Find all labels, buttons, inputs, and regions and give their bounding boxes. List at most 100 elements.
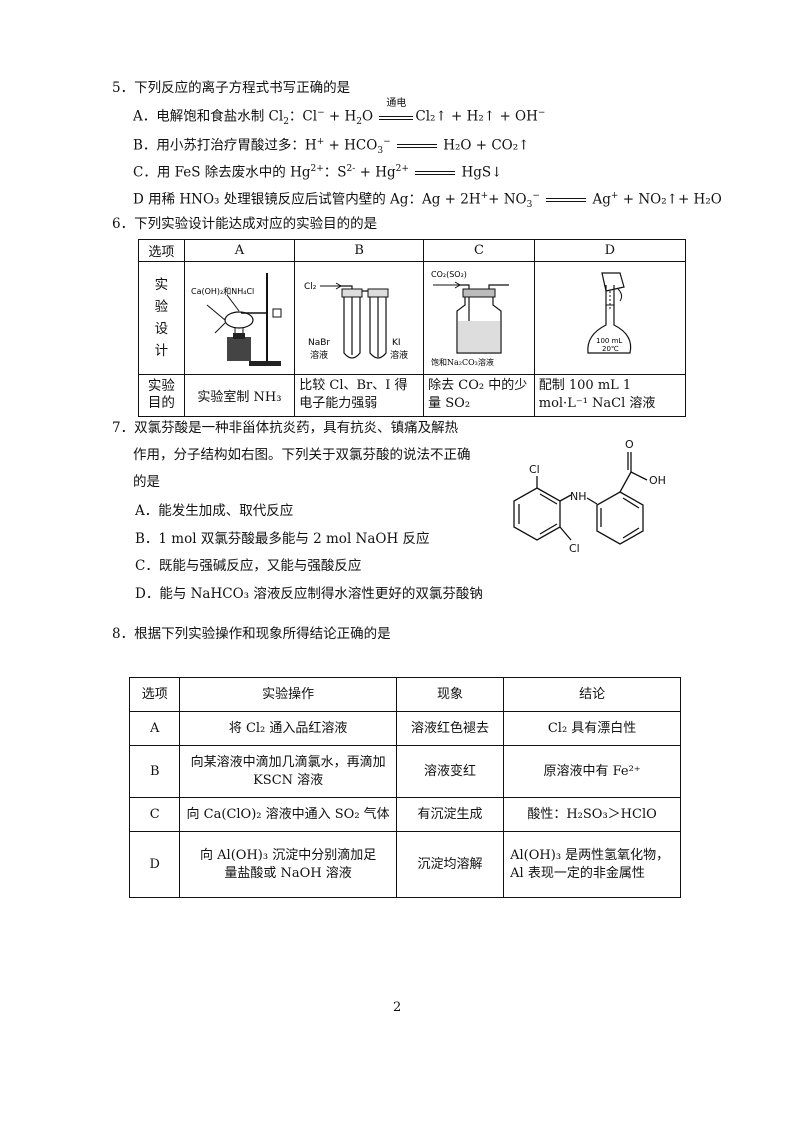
chlorine-label-bottom: Cl — [569, 542, 580, 555]
equals-arrow — [546, 198, 587, 202]
q5-d-text: D 用稀 HNO₃ 处理银镜反应后试管内壁的 Ag：Ag + 2H — [133, 191, 481, 208]
solution-label: 饱和Na₂CO₃溶液 — [431, 357, 494, 367]
q8-row-a-operation: 将 Cl₂ 通入品红溶液 — [179, 711, 397, 746]
q5-b-mid: + HCO — [324, 137, 378, 154]
q8-row-a-conclusion: Cl₂ 具有漂白性 — [503, 711, 681, 746]
q5-c-mid: ：S — [323, 164, 347, 181]
nh-label: NH — [570, 490, 587, 503]
q8-row-c-operation: 向 Ca(ClO)₂ 溶液中通入 SO₂ 气体 — [179, 797, 397, 832]
q6-header-option: 选项 — [138, 238, 185, 263]
q6-table: 选项 A B C D 实 验 设 计 Ca(OH)₂和NH₄Cl — [138, 238, 687, 418]
q8-row-d-option: D — [128, 831, 181, 898]
label-text: 目的 — [147, 395, 175, 412]
equals-arrow — [396, 144, 437, 148]
q5-a-tail: Cl₂↑ + H₂↑ + OH — [415, 108, 538, 125]
q5-option-c: C．用 FeS 除去废水中的 Hg2+：S2- + Hg2+ HgS↓ — [133, 164, 503, 181]
q5-d-tail: Ag — [592, 191, 611, 208]
table-row: D 向 Al(OH)₃ 沉淀中分别滴加足量盐酸或 NaOH 溶液 沉淀均溶解 A… — [128, 831, 681, 898]
ki-solution-label: 溶液 — [390, 349, 408, 361]
label-char: 验 — [154, 298, 169, 315]
q5-c-text: C．用 FeS 除去废水中的 Hg — [133, 164, 311, 181]
q8-header-option: 选项 — [128, 677, 181, 712]
q7-option-c: C．既能与强碱反应，又能与强酸反应 — [135, 558, 362, 574]
label-char: 实 — [154, 276, 169, 293]
q8-row-a-phenomenon: 溶液红色褪去 — [395, 711, 505, 746]
q6-purpose-b: 比较 Cl、Br、I 得电子能力强弱 — [294, 373, 425, 418]
q8-row-b-option: B — [128, 745, 181, 798]
q8-header-phenomenon: 现象 — [395, 677, 505, 712]
q8-row-b-conclusion: 原溶液中有 Fe²⁺ — [503, 745, 681, 798]
nabr-label: NaBr — [308, 338, 330, 348]
q7-stem-line2: 作用，分子结构如右图。下列关于双氯芬酸的说法不正确 — [133, 447, 471, 463]
q8-stem: 8．根据下列实验操作和现象所得结论正确的是 — [112, 626, 391, 642]
q7-stem-line1: 7．双氯芬酸是一种非甾体抗炎药，具有抗炎、镇痛及解热 — [112, 420, 459, 436]
q6-header-d: D — [533, 238, 687, 263]
q6-apparatus-d: 100 mL 20℃ — [533, 261, 687, 375]
nabr-solution-label: 溶液 — [310, 349, 328, 361]
q5-a-label: A．电解饱和食盐水制 Cl — [133, 108, 284, 125]
q6-header-b: B — [294, 238, 425, 263]
q5-b-tail: H₂O + CO₂↑ — [443, 137, 530, 154]
page-number: 2 — [393, 1000, 402, 1015]
q5-a-condition: 通电 — [386, 98, 407, 109]
q8-row-c-phenomenon: 有沉淀生成 — [395, 797, 505, 832]
q8-row-c-conclusion: 酸性：H₂SO₃＞HClO — [503, 797, 681, 832]
q8-row-d-operation: 向 Al(OH)₃ 沉淀中分别滴加足量盐酸或 NaOH 溶液 — [179, 831, 397, 898]
q8-row-b-operation: 向某溶液中滴加几滴氯水，再滴加 KSCN 溶液 — [179, 745, 397, 798]
q7-stem-line3: 的是 — [133, 474, 160, 490]
q6-stem: 6．下列实验设计能达成对应的实验目的的是 — [112, 216, 378, 232]
label-char: 计 — [154, 342, 169, 359]
q8-row-d-phenomenon: 沉淀均溶解 — [395, 831, 505, 898]
reagent-label: Ca(OH)₂和NH₄Cl — [191, 287, 254, 296]
ammonia-apparatus-image: Ca(OH)₂和NH₄Cl — [191, 273, 282, 367]
q6-purpose-c: 除去 CO₂ 中的少量 SO₂ — [423, 373, 535, 418]
q5-d-mid: + NO — [488, 191, 527, 208]
equals-arrow — [415, 171, 456, 175]
q7-option-d: D．能与 NaHCO₃ 溶液反应制得水溶性更好的双氯芬酸钠 — [135, 586, 483, 602]
electrolysis-arrow: 通电 — [377, 98, 415, 127]
q8-header-operation: 实验操作 — [179, 677, 397, 712]
q7-option-b: B．1 mol 双氯芬酸最多能与 2 mol NaOH 反应 — [135, 531, 430, 547]
gas-label: CO₂(SO₂) — [431, 270, 467, 279]
q6-header-c: C — [423, 238, 535, 263]
hydroxyl-label: OH — [649, 474, 666, 487]
q5-c-mid2: + Hg — [355, 164, 396, 181]
q6-apparatus-b: Cl₂ NaBr 溶液 KI 溶液 — [294, 261, 425, 375]
volumetric-flask-image: 100 mL 20℃ — [587, 272, 632, 355]
chlorine-label-top: Cl — [529, 463, 540, 476]
halogen-apparatus-image: Cl₂ NaBr 溶液 KI 溶液 — [304, 282, 408, 361]
q8-row-c-option: C — [128, 797, 181, 832]
q6-row-purpose-label: 实验 目的 — [138, 373, 185, 418]
q7-option-a: A．能发生加成、取代反应 — [135, 503, 294, 519]
q5-option-b: B．用小苏打治疗胃酸过多：H+ + HCO3− H₂O + CO₂↑ — [133, 137, 530, 157]
oxygen-label: O — [625, 438, 634, 451]
q6-purpose-d: 配制 100 mL 1 mol·L⁻¹ NaCl 溶液 — [533, 373, 687, 418]
label-char: 设 — [154, 320, 169, 337]
diclofenac-structure: O OH NH Cl Cl — [513, 438, 666, 555]
q8-header-conclusion: 结论 — [503, 677, 681, 712]
q8-row-a-option: A — [128, 711, 181, 746]
q5-stem: 5．下列反应的离子方程式书写正确的是 — [112, 80, 351, 96]
q6-apparatus-c: CO₂(SO₂) 饱和Na₂CO₃溶液 — [423, 261, 535, 375]
q6-apparatus-a: Ca(OH)₂和NH₄Cl — [183, 261, 296, 375]
flask-temp-label: 20℃ — [602, 345, 619, 353]
label-text: 实验 — [147, 378, 175, 395]
q6-row-design-label: 实 验 设 计 — [138, 261, 185, 375]
gas-washing-bottle-image: CO₂(SO₂) 饱和Na₂CO₃溶液 — [431, 270, 509, 367]
q8-row-b-phenomenon: 溶液变红 — [395, 745, 505, 798]
q5-b-text: B．用小苏打治疗胃酸过多：H — [133, 137, 317, 154]
q6-purpose-a: 实验室制 NH₃ — [183, 373, 296, 418]
ki-label: KI — [392, 338, 401, 348]
q5-a-mid: ：Cl — [288, 108, 318, 125]
q5-d-tail2: + NO₂↑+ H₂O — [618, 191, 722, 208]
q8-table: 选项 实验操作 现象 结论 A 将 Cl₂ 通入品红溶液 溶液红色褪去 Cl₂ … — [128, 677, 681, 898]
q5-c-tail: HgS↓ — [461, 164, 503, 181]
table-row: A 将 Cl₂ 通入品红溶液 溶液红色褪去 Cl₂ 具有漂白性 — [128, 711, 681, 746]
q5-option-d: D 用稀 HNO₃ 处理银镜反应后试管内壁的 Ag：Ag + 2H++ NO3−… — [133, 191, 722, 211]
cl2-label: Cl₂ — [304, 282, 317, 292]
q8-row-d-conclusion: Al(OH)₃ 是两性氢氧化物，Al 表现一定的非金属性 — [503, 831, 681, 898]
table-row: C 向 Ca(ClO)₂ 溶液中通入 SO₂ 气体 有沉淀生成 酸性：H₂SO₃… — [128, 797, 681, 832]
flask-volume-label: 100 mL — [596, 337, 622, 345]
